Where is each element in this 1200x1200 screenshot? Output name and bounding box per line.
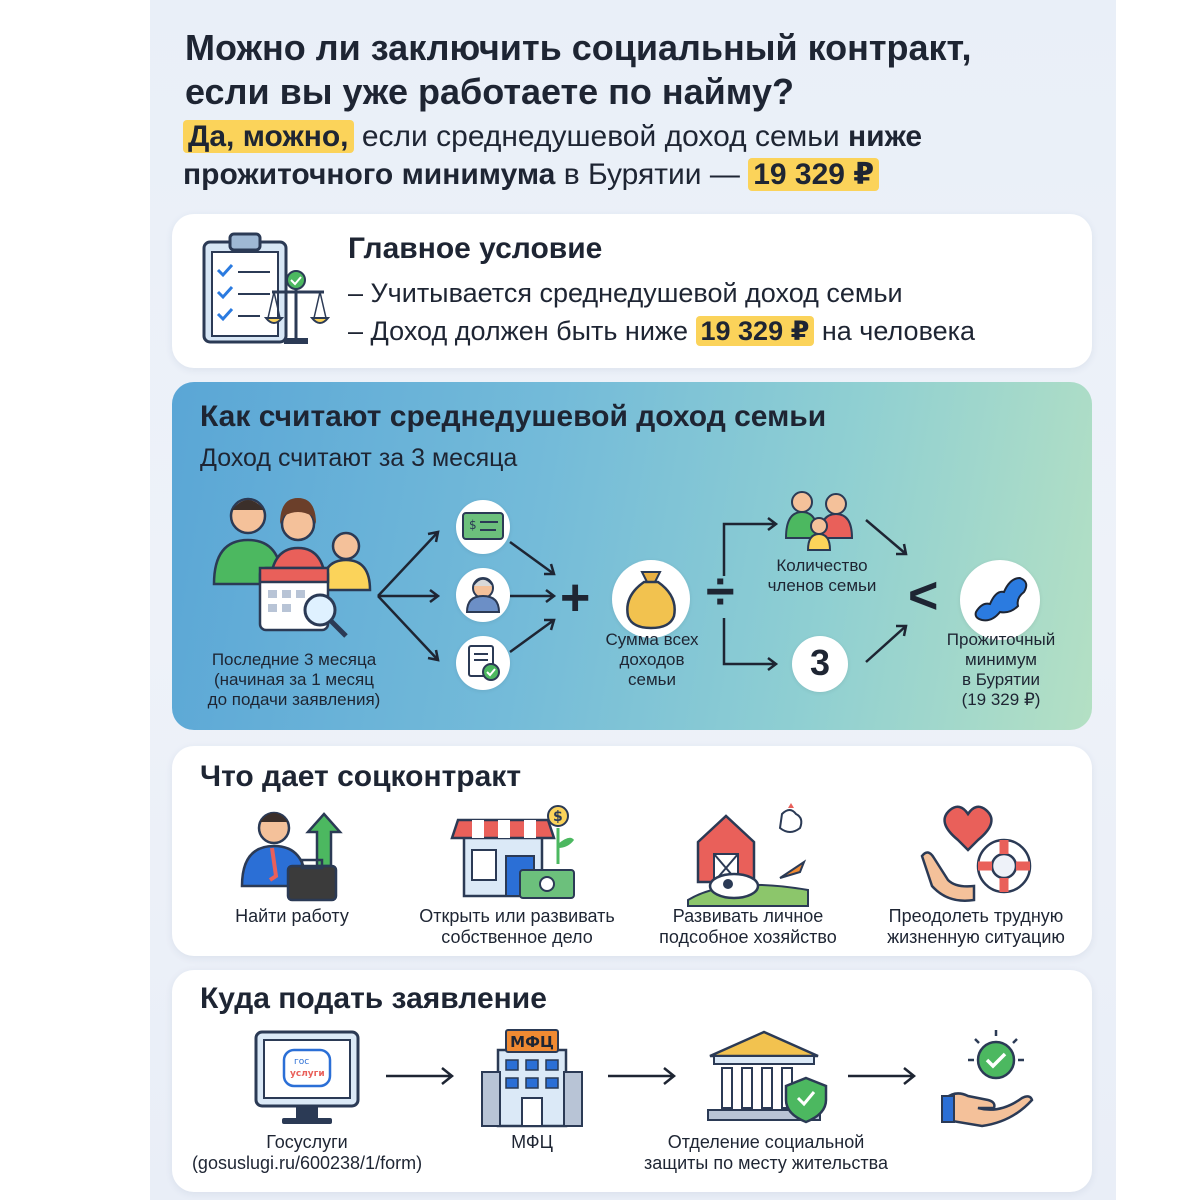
condition-line-2-pre: – Доход должен быть ниже bbox=[348, 316, 696, 346]
clipboard-scales-icon bbox=[202, 232, 331, 344]
benefit-2-label: Открыть или развивать собственное дело bbox=[419, 906, 615, 947]
title-line-1: Можно ли заключить социальный контракт, bbox=[185, 27, 972, 68]
mfc-label: МФЦ bbox=[511, 1132, 553, 1152]
calculation-subtitle: Доход считают за 3 месяца bbox=[200, 444, 518, 472]
condition-line-2: – Доход должен быть ниже 19 329 ₽ на чел… bbox=[348, 316, 975, 347]
mfc-sign: МФЦ bbox=[510, 1033, 554, 1051]
answer-yes: Да, можно, bbox=[183, 120, 354, 153]
answer-part1: если среднедушевой доход семьи bbox=[353, 120, 848, 153]
condition-amount: 19 329 ₽ bbox=[695, 316, 815, 346]
apply-card: Куда подать заявление гос услуги Госуслу… bbox=[172, 970, 1092, 1192]
benefits-card: Что дает соцконтракт Найти работу $ Откр… bbox=[172, 746, 1092, 956]
family-calendar-icon bbox=[212, 497, 372, 638]
calculation-card: Как считают среднедушевой доход семьи До… bbox=[172, 382, 1092, 730]
benefits-title: Что дает соцконтракт bbox=[200, 760, 522, 793]
buryatia-map-icon bbox=[974, 576, 1028, 622]
main-condition-card: Главное условие – Учитывается среднедуше… bbox=[172, 214, 1092, 368]
period-label: Последние 3 месяца (начиная за 1 месяц д… bbox=[207, 650, 381, 709]
arrow-right-1 bbox=[386, 1067, 455, 1085]
three-months-number: 3 bbox=[809, 642, 831, 683]
minimum-label: Прожиточный минимум в Бурятии (19 329 ₽) bbox=[946, 630, 1056, 709]
answer-region: в Бурятии — bbox=[555, 158, 749, 191]
divide-sign: ÷ bbox=[706, 563, 735, 621]
job-growth-icon bbox=[240, 811, 343, 902]
svg-text:$: $ bbox=[553, 809, 563, 825]
page-title: Можно ли заключить социальный контракт, … bbox=[185, 26, 1085, 114]
approved-hand-icon bbox=[941, 1030, 1034, 1128]
social-office-icon bbox=[707, 1030, 828, 1124]
gos-logo-bottom: услуги bbox=[290, 1069, 325, 1079]
title-line-2: если вы уже работаете по найму? bbox=[185, 71, 794, 112]
social-office-label: Отделение социальной защиты по месту жит… bbox=[644, 1132, 888, 1173]
gos-logo-top: гос bbox=[294, 1057, 309, 1067]
pensioner-icon bbox=[465, 577, 501, 613]
sum-label: Сумма всех доходов семьи bbox=[605, 630, 699, 689]
benefit-4-label: Преодолеть трудную жизненную ситуацию bbox=[887, 906, 1065, 947]
arrow-right-2 bbox=[608, 1067, 677, 1085]
mfc-building-icon: МФЦ bbox=[481, 1029, 583, 1128]
answer-minimum: прожиточного минимума bbox=[183, 158, 556, 191]
heart-lifebuoy-icon bbox=[920, 805, 1032, 902]
condition-line-1: – Учитывается среднедушевой доход семьи bbox=[348, 278, 903, 308]
money-bag-icon bbox=[626, 571, 676, 630]
condition-line-2-post: на человека bbox=[814, 316, 976, 346]
benefit-3-label: Развивать личное подсобное хозяйство bbox=[659, 906, 837, 947]
shop-icon: $ bbox=[450, 805, 575, 899]
three-circle bbox=[792, 636, 848, 692]
plus-sign: + bbox=[560, 569, 591, 627]
document-check-icon bbox=[468, 645, 500, 681]
answer-amount: 19 329 ₽ bbox=[748, 158, 880, 191]
less-than-sign: < bbox=[908, 567, 939, 625]
branch-arrows bbox=[377, 530, 557, 662]
family-members-icon bbox=[784, 491, 854, 551]
answer-text: Да, можно, если среднедушевой доход семь… bbox=[183, 118, 1093, 194]
divide-arrows bbox=[722, 517, 779, 671]
arrow-right-3 bbox=[848, 1067, 917, 1085]
farm-icon bbox=[687, 803, 809, 907]
benefit-1-label: Найти работу bbox=[235, 906, 349, 926]
cheque-icon: $ bbox=[462, 512, 504, 540]
converge-arrows bbox=[865, 519, 908, 663]
svg-text:$: $ bbox=[469, 518, 477, 532]
computer-monitor-icon: гос услуги bbox=[254, 1030, 360, 1124]
answer-below: ниже bbox=[848, 120, 923, 153]
main-condition-title: Главное условие bbox=[348, 232, 603, 265]
gosuslugi-link[interactable]: (gosuslugi.ru/600238/1/form) bbox=[191, 1153, 423, 1173]
calculation-title: Как считают среднедушевой доход семьи bbox=[200, 400, 827, 433]
members-label: Количество членов семьи bbox=[767, 556, 877, 595]
gosuslugi-label: Госуслуги (gosuslugi.ru/600238/1/form) bbox=[172, 1132, 442, 1174]
apply-title: Куда подать заявление bbox=[200, 982, 547, 1015]
